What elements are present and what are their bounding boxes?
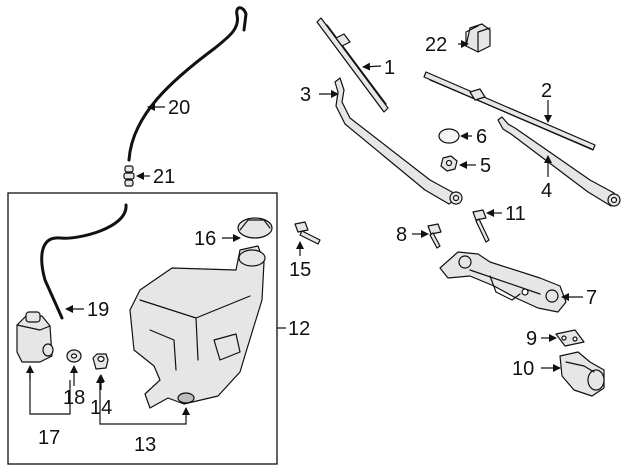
callout-7: 7 (586, 287, 597, 309)
callout-22: 22 (425, 34, 447, 56)
callout-20: 20 (168, 97, 190, 119)
mounting-bolt-part (472, 209, 490, 243)
nut-part (440, 155, 458, 172)
nozzle-part (123, 165, 135, 187)
washer-hose-part (127, 6, 248, 162)
callout-6: 6 (476, 126, 487, 148)
callout-12: 12 (288, 318, 310, 340)
callout-16: 16 (194, 228, 216, 250)
washer-pump-part (16, 311, 54, 363)
wiper-motor-part (559, 351, 605, 397)
callout-2: 2 (541, 80, 552, 102)
callout-10: 10 (512, 358, 534, 380)
control-module-part (465, 23, 491, 53)
callout-17: 17 (38, 427, 60, 449)
reservoir-grommet-part (92, 353, 109, 370)
leader-1 (362, 62, 382, 71)
reservoir-hose-part (40, 203, 128, 320)
callout-18: 18 (63, 387, 85, 409)
washer-reservoir-part (129, 245, 266, 409)
reservoir-cap-part (237, 217, 273, 239)
leader-13 (99, 380, 190, 425)
passenger-wiper-blade-part (423, 71, 596, 151)
callout-21: 21 (153, 166, 175, 188)
callout-13: 13 (134, 434, 156, 456)
cap-part (438, 128, 460, 144)
callout-3: 3 (300, 84, 311, 106)
callout-15: 15 (289, 259, 311, 281)
callout-14: 14 (90, 397, 112, 419)
callout-11: 11 (505, 203, 526, 225)
reservoir-bolt-part (294, 221, 321, 245)
pump-grommet-part (66, 349, 82, 363)
callout-1: 1 (384, 57, 395, 79)
callout-8: 8 (396, 224, 407, 246)
callout-9: 9 (526, 328, 537, 350)
wiper-linkage-part (439, 251, 567, 313)
passenger-wiper-arm-part (497, 116, 621, 207)
wiper-blade-part (316, 17, 389, 113)
callout-4: 4 (541, 180, 552, 202)
pivot-bolt-part (427, 223, 442, 249)
callout-5: 5 (480, 155, 491, 177)
wiper-arm-part (334, 77, 463, 205)
callout-19: 19 (87, 299, 109, 321)
bracket-part (555, 329, 585, 347)
leader-17 (29, 372, 71, 415)
